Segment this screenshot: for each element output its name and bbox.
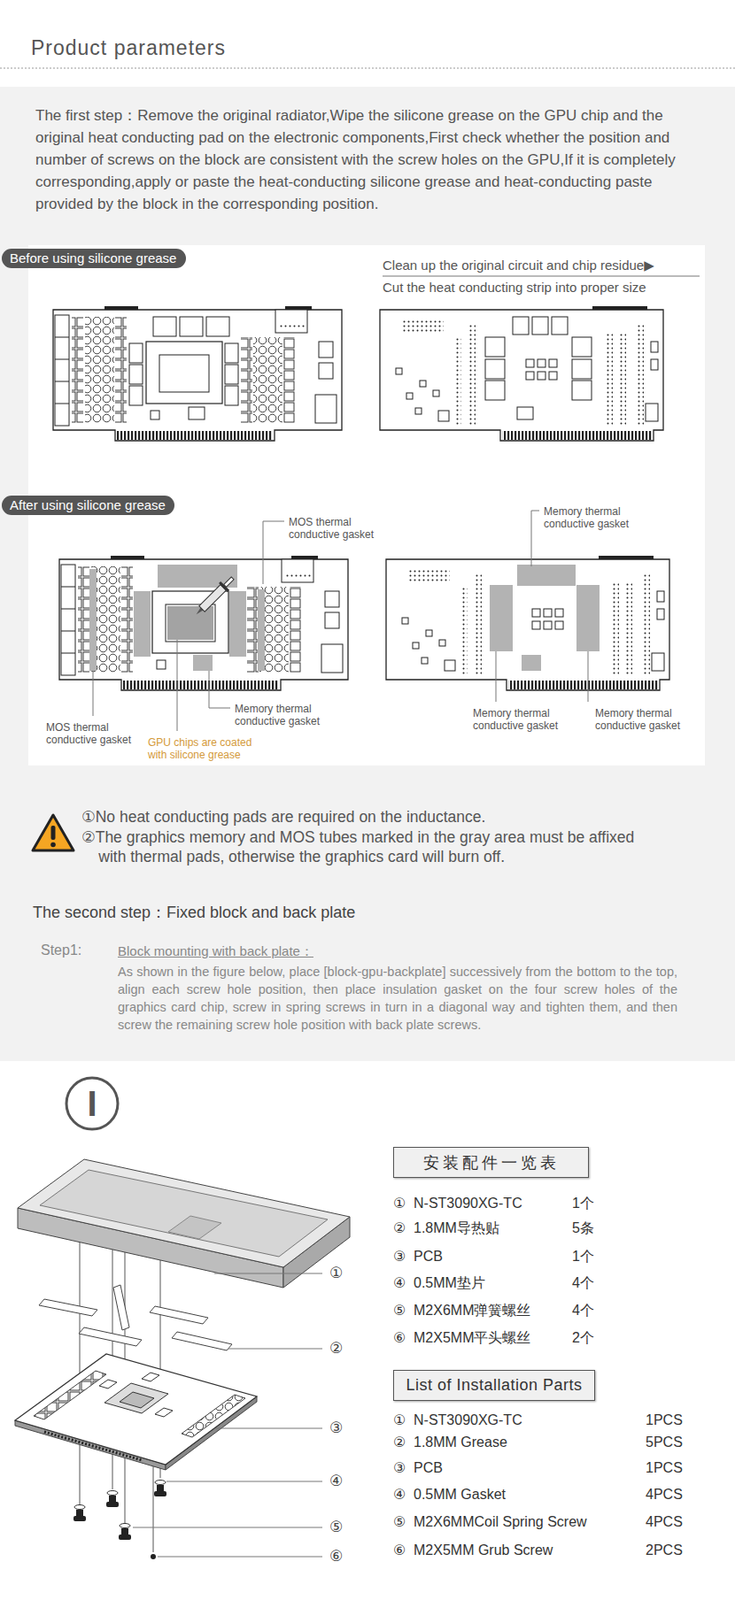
warning-text: ①No heat conducting pads are required on…	[81, 807, 720, 828]
callout-number: ⑥	[393, 1329, 406, 1349]
table-cell: 1PCS	[645, 1459, 683, 1479]
table-cell: 1.8MM Grease	[413, 1433, 508, 1454]
callout-number: ⑥	[393, 1541, 406, 1562]
callout-number: ⑥	[329, 1547, 343, 1568]
note-text: Clean up the original circuit and chip r…	[382, 257, 655, 274]
callout-number: ②	[329, 1339, 343, 1360]
step-heading: The second step：Fixed block and back pla…	[32, 903, 356, 923]
pcb-after	[59, 556, 670, 691]
grease-syringe	[192, 573, 238, 619]
note-text: Cut the heat conducting strip into prope…	[382, 279, 647, 296]
table-header: 安装配件一览表	[393, 1147, 589, 1179]
callout-label: MOS thermal conductive gasket	[46, 721, 146, 747]
callout-number: ③	[393, 1459, 406, 1479]
table-cell: N-ST3090XG-TC	[413, 1194, 523, 1215]
table-cell: 1PCS	[645, 1411, 683, 1432]
callout-number: ⑤	[329, 1518, 343, 1539]
table-cell: 1个	[572, 1247, 595, 1268]
step-numeral: I	[86, 1086, 97, 1122]
section-pill: Before using silicone grease	[1, 248, 186, 269]
section-title: Before using silicone grease	[9, 249, 178, 267]
table-cell: N-ST3090XG-TC	[413, 1411, 523, 1432]
callout-number: ①	[393, 1411, 406, 1432]
table-cell: 4PCS	[645, 1485, 683, 1506]
step-circle: I	[64, 1076, 120, 1132]
table-cell: 4PCS	[645, 1513, 683, 1533]
section-title: After using silicone grease	[9, 496, 167, 514]
callout-number: ⑤	[393, 1301, 406, 1322]
callout-number: ②	[393, 1433, 406, 1454]
step-description: As shown in the figure below, place [blo…	[117, 963, 678, 1035]
callout-number: ④	[393, 1274, 406, 1294]
callout-label: MOS thermal conductive gasket	[288, 516, 388, 542]
table-cell: 4个	[572, 1301, 595, 1322]
table-cell: 4个	[572, 1274, 595, 1294]
table-cell: 5PCS	[645, 1433, 683, 1454]
warning-icon	[32, 815, 74, 852]
table-cell: 5条	[572, 1219, 595, 1239]
leader-lines	[92, 510, 588, 732]
callout-label: GPU chips are coated with silicone greas…	[147, 736, 272, 762]
table-cell: PCB	[413, 1247, 443, 1268]
table-title: List of Installation Parts	[405, 1377, 582, 1396]
callout-label: Memory thermal conductive gasket	[595, 707, 695, 733]
callout-number: ①	[329, 1264, 343, 1285]
callout-number: ④	[393, 1485, 406, 1506]
step-subheading: Block mounting with back plate：	[117, 943, 314, 961]
callout-label: Memory thermal conductive gasket	[472, 707, 573, 733]
step-number: Step1:	[40, 942, 82, 960]
callout-number: ③	[329, 1419, 343, 1440]
section-pill: After using silicone grease	[1, 495, 175, 516]
callout-number: ③	[393, 1247, 406, 1268]
table-cell: 0.5MM垫片	[413, 1274, 486, 1294]
table-title: 安装配件一览表	[423, 1152, 560, 1175]
table-cell: M2X5MM Grub Screw	[413, 1541, 553, 1562]
callout-number: ①	[393, 1194, 406, 1215]
table-cell: 1个	[572, 1194, 595, 1215]
exploded-view	[15, 1160, 350, 1561]
table-cell: PCB	[413, 1459, 443, 1479]
table-cell: 2PCS	[645, 1541, 683, 1562]
table-cell: 2个	[572, 1329, 595, 1349]
callout-label: Memory thermal conductive gasket	[543, 505, 643, 531]
callout-number: ②	[393, 1219, 406, 1239]
table-cell: M2X6MMCoil Spring Screw	[413, 1513, 588, 1533]
page-title: Product parameters	[30, 35, 226, 62]
step-circle-ring	[66, 1078, 118, 1130]
step-text: The first step：Remove the original radia…	[35, 104, 702, 216]
callout-number: ⑤	[393, 1513, 406, 1533]
table-cell: 0.5MM Gasket	[413, 1485, 506, 1506]
callout-label: Memory thermal conductive gasket	[234, 703, 334, 728]
table-cell: 1.8MM导热贴	[413, 1219, 500, 1239]
table-header: List of Installation Parts	[393, 1370, 596, 1402]
pcb-before	[53, 306, 664, 441]
callout-number: ④	[329, 1472, 343, 1493]
table-cell: M2X5MM平头螺丝	[413, 1329, 531, 1349]
table-cell: M2X6MM弹簧螺丝	[413, 1301, 531, 1322]
warning-text: ②The graphics memory and MOS tubes marke…	[81, 827, 648, 867]
